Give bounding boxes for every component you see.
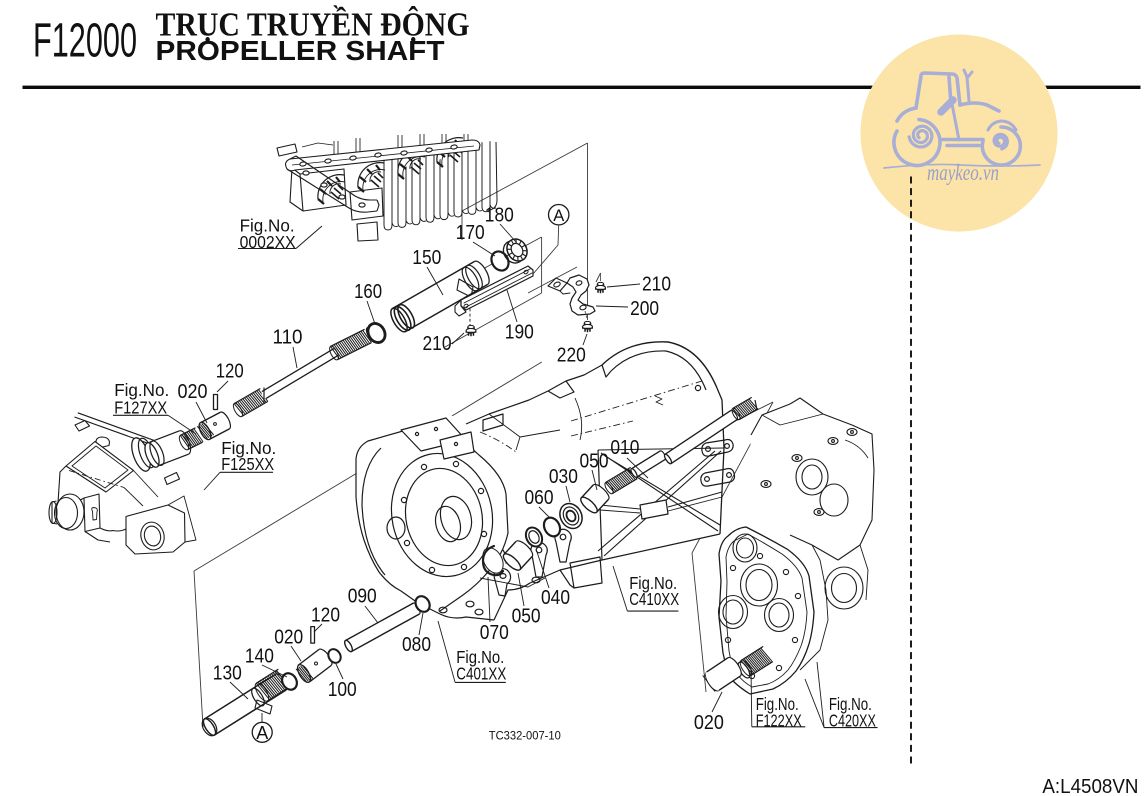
svg-text:C410XX: C410XX bbox=[629, 589, 679, 609]
svg-text:TC332-007-10: TC332-007-10 bbox=[489, 729, 561, 743]
svg-text:030: 030 bbox=[549, 465, 578, 488]
svg-text:F122XX: F122XX bbox=[756, 710, 802, 730]
svg-text:040: 040 bbox=[541, 586, 570, 609]
svg-text:120: 120 bbox=[216, 359, 244, 382]
svg-text:maykeo.vn: maykeo.vn bbox=[927, 160, 999, 185]
svg-text:060: 060 bbox=[525, 486, 554, 509]
svg-text:010: 010 bbox=[610, 436, 639, 459]
svg-text:110: 110 bbox=[273, 326, 303, 349]
svg-text:170: 170 bbox=[456, 221, 485, 244]
svg-text:F127XX: F127XX bbox=[114, 397, 167, 417]
svg-text:050: 050 bbox=[580, 449, 609, 472]
svg-text:Fig.No.: Fig.No. bbox=[240, 215, 295, 235]
svg-text:050: 050 bbox=[512, 605, 541, 628]
svg-text:020: 020 bbox=[178, 380, 208, 403]
svg-text:Fig.No.: Fig.No. bbox=[456, 647, 504, 667]
svg-text:150: 150 bbox=[412, 246, 441, 269]
svg-text:0002XX: 0002XX bbox=[240, 232, 296, 252]
svg-text:210: 210 bbox=[423, 332, 452, 355]
svg-text:C401XX: C401XX bbox=[456, 663, 506, 683]
svg-text:TRỤC TRUYỀN ĐỘNG: TRỤC TRUYỀN ĐỘNG bbox=[156, 5, 470, 44]
svg-text:020: 020 bbox=[274, 626, 303, 649]
svg-text:100: 100 bbox=[328, 678, 357, 701]
svg-text:210: 210 bbox=[642, 272, 671, 295]
svg-text:080: 080 bbox=[402, 633, 431, 656]
svg-text:Fig.No.: Fig.No. bbox=[629, 573, 677, 593]
svg-text:F125XX: F125XX bbox=[221, 454, 274, 474]
svg-text:Fig.No.: Fig.No. bbox=[829, 694, 872, 714]
svg-text:Fig.No.: Fig.No. bbox=[221, 438, 276, 458]
svg-text:130: 130 bbox=[213, 662, 242, 685]
svg-text:F12000: F12000 bbox=[33, 15, 137, 68]
svg-text:190: 190 bbox=[505, 321, 534, 344]
svg-text:020: 020 bbox=[694, 711, 724, 734]
svg-text:C420XX: C420XX bbox=[829, 710, 876, 730]
svg-text:A: A bbox=[256, 723, 268, 743]
svg-text:PROPELLER SHAFT: PROPELLER SHAFT bbox=[156, 35, 445, 66]
svg-text:Fig.No.: Fig.No. bbox=[756, 694, 799, 714]
svg-text:070: 070 bbox=[480, 621, 509, 644]
svg-text:A: A bbox=[553, 207, 564, 225]
svg-text:220: 220 bbox=[557, 344, 586, 367]
svg-text:160: 160 bbox=[354, 280, 382, 303]
svg-text:200: 200 bbox=[630, 297, 659, 320]
svg-text:120: 120 bbox=[311, 604, 340, 627]
svg-text:Fig.No.: Fig.No. bbox=[114, 380, 169, 400]
svg-text:180: 180 bbox=[485, 203, 514, 226]
svg-text:090: 090 bbox=[348, 585, 377, 608]
svg-text:A:L4508VN: A:L4508VN bbox=[1042, 776, 1138, 796]
svg-text:140: 140 bbox=[245, 644, 274, 667]
